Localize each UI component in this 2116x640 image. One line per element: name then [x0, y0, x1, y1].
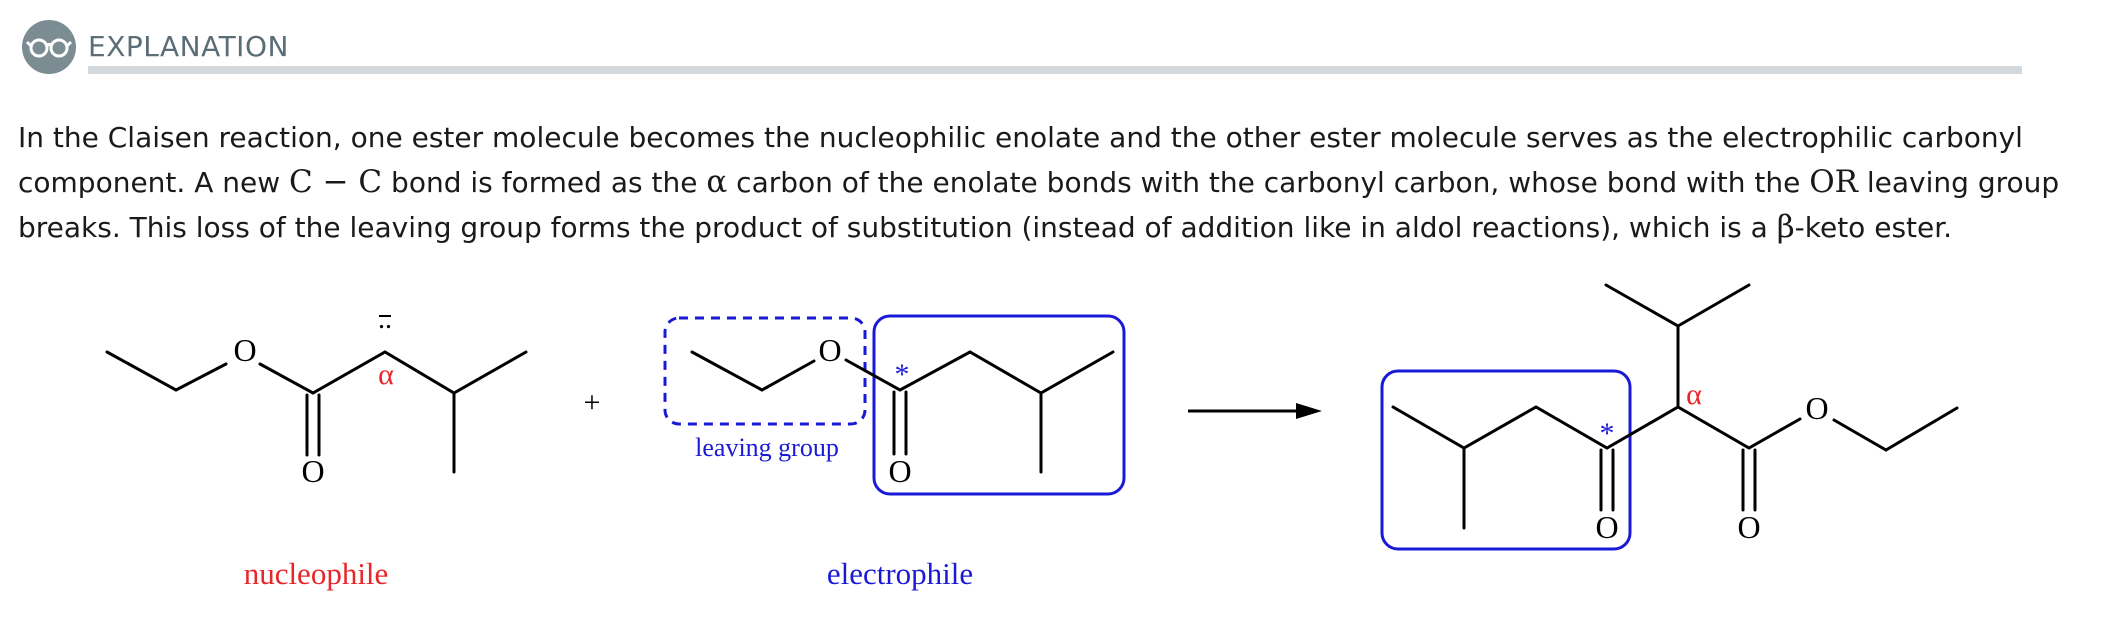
explanation-part-1: In the Claisen reaction, one ester molec…: [18, 121, 2023, 199]
electrophile-ethyl-chain: [690, 350, 816, 392]
nucleophile-molecule: [105, 350, 528, 474]
product-alpha: α: [1686, 378, 1702, 411]
product-ketone-o: O: [1595, 509, 1618, 545]
explanation-header: EXPLANATION: [0, 0, 2116, 80]
product-ketone-double-bond: [1599, 448, 1615, 512]
product-star: *: [1600, 417, 1615, 450]
header-title: EXPLANATION: [88, 30, 289, 63]
product-ester-carbonyl-o: O: [1737, 509, 1760, 545]
explanation-part-2: bond is formed as the: [382, 166, 707, 199]
electrophile-box: [872, 314, 1126, 496]
nucleophile-carbonyl-o: O: [301, 453, 324, 489]
electrophile-star: *: [895, 358, 910, 391]
product-isopropyl-branch: [1604, 283, 1751, 409]
reaction-arrow: [1188, 403, 1322, 419]
electrophile-backbone: [844, 350, 1115, 395]
electrophile-label: electrophile: [827, 556, 973, 591]
nucleophile-label: nucleophile: [244, 556, 389, 591]
nucleophile-ethyl-chain: [105, 350, 228, 392]
nucleophile-backbone: [258, 350, 528, 395]
product-ethyl-chain: [1832, 406, 1959, 452]
or-group: OR: [1809, 164, 1858, 200]
product-backbone: [1391, 405, 1802, 450]
product-ester-o: O: [1805, 390, 1828, 426]
glasses-icon: [22, 20, 76, 74]
nucleophile-ring-o: O: [233, 332, 256, 368]
nucleophile-carbonyl-double-bond: [305, 393, 321, 457]
nucleophile-alpha: α: [378, 358, 394, 391]
product-acyl-box: [1380, 369, 1632, 551]
alpha-symbol: α: [706, 164, 728, 200]
claisen-reaction-diagram: O O .. α nucleophile + O O * leaving gro…: [105, 283, 1959, 591]
electrophile-molecule: [690, 350, 1115, 474]
explanation-text: In the Claisen reaction, one ester molec…: [18, 116, 2098, 250]
product-ester-double-bond: [1741, 448, 1757, 512]
electrophile-carbonyl-o: O: [888, 453, 911, 489]
beta-symbol: β: [1776, 209, 1795, 245]
explanation-part-4: leaving group breaks. This loss of the l…: [18, 166, 2060, 244]
nucleophile-lone-pair: ..: [378, 304, 392, 335]
leaving-group-label: leaving group: [695, 433, 839, 462]
explanation-part-3: carbon of the enolate bonds with the car…: [727, 166, 1810, 199]
electrophile-ring-o: O: [818, 332, 841, 368]
plus-sign: +: [584, 386, 601, 419]
electrophile-carbonyl-double-bond: [892, 390, 908, 456]
bond-formula: C − C: [289, 164, 383, 200]
product-molecule: [1391, 283, 1959, 530]
header-divider: [88, 66, 2022, 74]
explanation-part-5: -keto ester.: [1794, 211, 1953, 244]
